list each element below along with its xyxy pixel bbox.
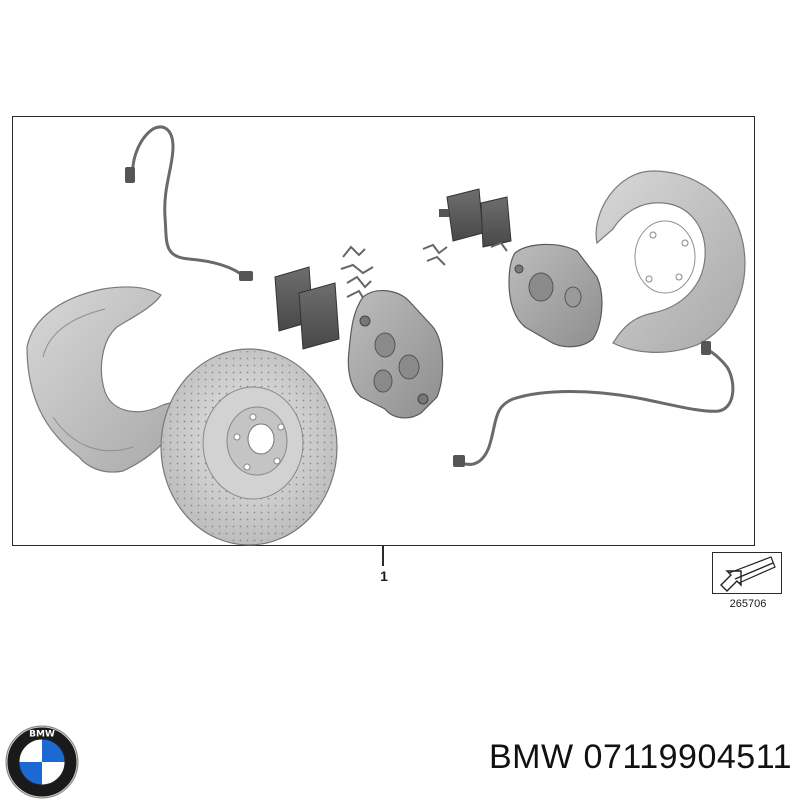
sensor-plug: [125, 167, 135, 183]
pad-clips: [340, 245, 374, 302]
brake-disc: [160, 348, 338, 546]
reference-symbol-box: [712, 552, 782, 594]
reference-number: 265706: [729, 598, 767, 610]
front-caliper: [347, 290, 444, 419]
brake-kit-exploded-view: [26, 125, 746, 546]
sensor-tip: [239, 271, 253, 281]
rear-pad-clips: [422, 241, 508, 266]
sensor-plug: [453, 455, 465, 467]
rear-caliper: [508, 243, 603, 348]
part-number-caption: BMW 07119904511: [489, 738, 792, 776]
logo-lettering: BMW: [29, 730, 55, 740]
rear-brake-pads: [439, 188, 512, 248]
rear-wear-sensor: [453, 341, 735, 467]
front-dust-shield: [26, 286, 184, 473]
front-wear-sensor: [125, 125, 253, 281]
sensor-tip: [701, 341, 711, 355]
arrow-down-left-icon: [720, 556, 776, 592]
rear-dust-shield: [595, 170, 746, 353]
bmw-logo-icon: BMW: [5, 725, 79, 799]
parts-diagram-frame: [12, 116, 755, 546]
callout-leader-line: [382, 546, 384, 566]
callout-number: 1: [380, 568, 388, 584]
front-brake-pads: [274, 266, 340, 350]
